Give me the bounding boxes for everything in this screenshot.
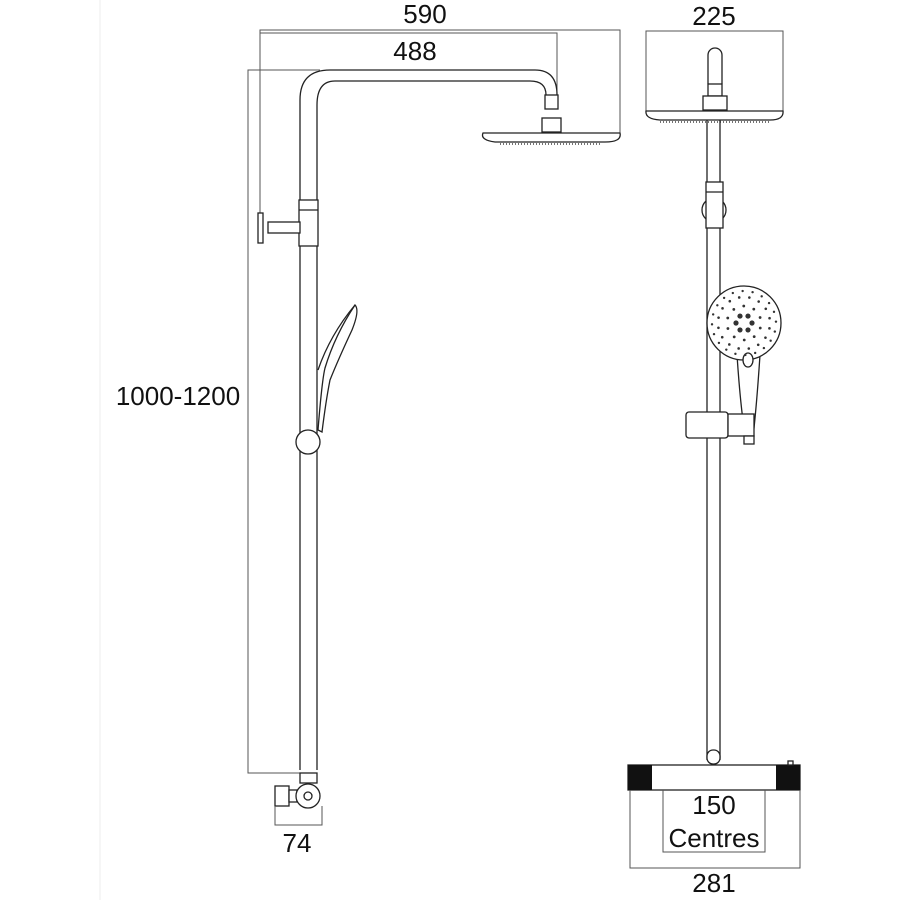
- spray-nozzle: [764, 307, 768, 311]
- spray-nozzle: [752, 307, 756, 311]
- spray-nozzle: [726, 327, 730, 330]
- front-view: 225: [627, 1, 801, 898]
- dimension-label-590: 590: [403, 0, 446, 29]
- spray-nozzle: [716, 304, 719, 307]
- dimension-74: 74: [274, 806, 323, 858]
- inlet-fitting: [274, 772, 321, 809]
- hand-shower-holder: [685, 411, 755, 445]
- arm-connector: [544, 94, 559, 110]
- side-view: 590 488 1000-1200: [116, 0, 621, 858]
- spray-nozzle: [769, 339, 772, 342]
- spray-nozzle: [737, 296, 741, 299]
- spray-nozzle: [731, 291, 735, 295]
- spray-nozzle: [762, 346, 766, 350]
- spray-nozzle: [726, 316, 730, 320]
- spray-nozzle: [722, 296, 726, 300]
- spray-nozzle: [717, 341, 721, 345]
- spray-nozzle: [725, 348, 728, 351]
- spray-nozzle: [758, 316, 762, 319]
- dimension-label-488: 488: [393, 36, 436, 66]
- spray-nozzle: [741, 289, 744, 293]
- spray-nozzle: [717, 326, 720, 330]
- dimension-label-centres: Centres: [668, 823, 759, 853]
- spray-nozzle: [758, 326, 762, 330]
- spray-nozzle: [728, 299, 732, 303]
- valve-end-left: [628, 765, 652, 790]
- spray-nozzle: [753, 351, 757, 355]
- hand-shower-side: [317, 303, 358, 433]
- dimension-height: 1000-1200: [116, 69, 320, 774]
- spray-nozzle: [737, 313, 743, 319]
- dimension-label-height: 1000-1200: [116, 381, 240, 411]
- overhead-shower-head-front: [645, 110, 784, 121]
- dimension-label-225: 225: [692, 1, 735, 31]
- spray-nozzle: [712, 332, 716, 336]
- spray-nozzle: [774, 320, 778, 323]
- spray-nozzle: [752, 335, 756, 339]
- spray-nozzle: [711, 313, 715, 316]
- head-mount: [541, 117, 562, 133]
- slider-knob: [295, 429, 321, 455]
- dimension-488: 488: [260, 32, 558, 95]
- spray-nozzle: [745, 327, 751, 333]
- spray-nozzle: [737, 327, 743, 333]
- spray-nozzle: [717, 316, 720, 319]
- spray-nozzle: [745, 313, 751, 319]
- spray-nozzle: [742, 338, 746, 342]
- dimension-281: 281: [629, 790, 801, 898]
- spray-nozzle: [768, 327, 771, 330]
- wall-bracket-front: [701, 181, 727, 229]
- spray-nozzle: [773, 330, 777, 333]
- spray-nozzle: [772, 310, 776, 314]
- spray-nozzle: [737, 347, 740, 350]
- spray-nozzle: [728, 343, 731, 346]
- dimension-label-74: 74: [283, 828, 312, 858]
- dimension-590: 590: [259, 0, 621, 240]
- spray-nozzle: [764, 336, 767, 339]
- spray-nozzle: [732, 307, 736, 311]
- dimension-225: 225: [645, 1, 784, 112]
- spray-nozzle: [733, 320, 739, 326]
- spray-nozzle: [768, 316, 771, 320]
- thermostatic-valve: [627, 749, 801, 791]
- spray-nozzle: [760, 295, 763, 298]
- spray-nozzle: [732, 335, 736, 339]
- spray-nozzle: [710, 323, 714, 326]
- spray-nozzle: [742, 304, 746, 308]
- valve-end-right: [776, 765, 800, 790]
- dimension-label-281: 281: [692, 868, 735, 898]
- spray-nozzle: [744, 353, 747, 357]
- spray-nozzle: [721, 307, 724, 310]
- spray-nozzle: [720, 335, 724, 339]
- spray-nozzle: [751, 290, 754, 294]
- overhead-shower-head: [481, 132, 621, 143]
- spray-nozzle: [767, 301, 771, 305]
- spray-nozzle: [756, 343, 760, 347]
- dimension-150-centres: 150 Centres: [662, 790, 766, 853]
- riser-arm: [299, 69, 558, 770]
- head-mount-front: [702, 95, 728, 111]
- spray-nozzle: [734, 352, 737, 356]
- spray-nozzle: [748, 296, 751, 299]
- arm-connector-front: [707, 83, 723, 97]
- spray-nozzle: [757, 300, 760, 303]
- spray-nozzle: [747, 347, 751, 350]
- wall-bracket: [257, 199, 319, 247]
- spray-nozzle: [749, 320, 755, 326]
- hand-shower-front: [706, 285, 782, 429]
- dimension-label-150: 150: [692, 790, 735, 820]
